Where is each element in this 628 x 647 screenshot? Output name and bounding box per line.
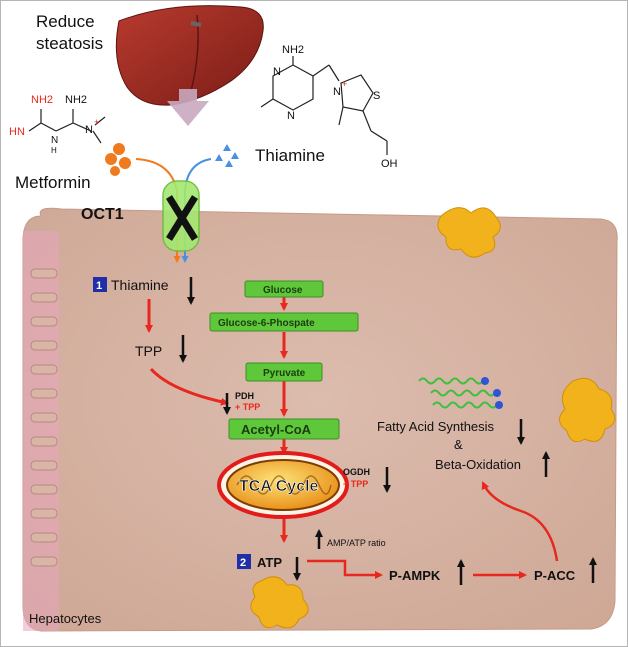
hepatocytes-label: Hepatocytes <box>29 611 102 626</box>
microvilli <box>30 268 58 567</box>
step1-badge <box>93 277 107 292</box>
ogdh-cofactor: + TPP <box>343 479 368 489</box>
pathway-boxes <box>209 280 359 440</box>
step2-number: 2 <box>240 557 246 569</box>
oct1-blocked-icon <box>162 180 200 252</box>
pdh-cofactor: + TPP <box>235 402 260 412</box>
pyruvate-box <box>245 362 323 382</box>
tca-label: TCA Cycle <box>239 478 319 495</box>
thiamine-label: Thiamine <box>255 146 325 165</box>
liver-icon <box>115 5 264 106</box>
increase-arrows <box>315 451 597 585</box>
liver-arrow <box>167 89 209 126</box>
g6p-label: Glucose-6-Phospate <box>218 318 315 329</box>
thiamine-s: S <box>373 90 380 102</box>
oct1-label: OCT1 <box>81 206 124 223</box>
metformin-plus-sign: + <box>94 117 99 127</box>
metformin-nplus: N <box>85 124 93 136</box>
g6p-box <box>209 312 359 332</box>
metformin-n: N <box>51 135 58 146</box>
acetyl-coa-label: Acetyl-CoA <box>241 422 312 437</box>
thiamine-particles <box>215 144 239 167</box>
metformin-molecule-icon <box>28 109 106 144</box>
decrease-arrows <box>179 277 525 581</box>
pacc-to-fatty-acid-arrow <box>481 481 559 562</box>
acetyl-coa-box <box>228 418 340 440</box>
metformin-label: Metformin <box>15 173 91 192</box>
thiamine-oh: OH <box>381 158 398 170</box>
fatty-acid-synthesis-label: Fatty Acid Synthesis <box>377 419 495 434</box>
ogdh-label: OGDH <box>343 467 370 477</box>
stellate-cells <box>250 207 616 629</box>
metformin-hn: HN <box>9 126 25 138</box>
thiamine-nh2: NH2 <box>282 44 304 56</box>
glucose-label: Glucose <box>263 285 303 296</box>
step2-badge <box>237 554 251 569</box>
step1-number: 1 <box>96 280 102 292</box>
thiamine-n1: N <box>273 66 281 78</box>
p-ampk-label: P-AMPK <box>389 568 441 583</box>
fatty-acid-chain-icon <box>418 377 503 409</box>
thiamine-molecule-icon <box>260 56 388 155</box>
thiamine-nplus: N <box>333 86 341 98</box>
thiamine-plus-sign: + <box>342 79 347 89</box>
ampersand-label: & <box>454 437 463 452</box>
tca-mitochondrion <box>217 451 349 519</box>
title-steatosis: steatosis <box>36 34 103 53</box>
tpp-label: TPP <box>135 343 162 359</box>
metformin-nh2-a: NH2 <box>31 94 53 106</box>
atp-to-pampk-arrow <box>307 559 383 579</box>
metformin-n-h: H <box>51 146 57 155</box>
glucose-box <box>244 280 324 298</box>
thiamine-n2: N <box>287 110 295 122</box>
pdh-label: PDH <box>235 391 254 401</box>
tpp-to-pdh-arrow <box>149 367 229 406</box>
pyruvate-label: Pyruvate <box>263 368 306 379</box>
title-reduce: Reduce <box>36 12 95 31</box>
metformin-nh2-b: NH2 <box>65 94 87 106</box>
amp-atp-ratio-label: AMP/ATP ratio <box>327 538 386 548</box>
atp-label: ATP <box>257 555 282 570</box>
step1-thiamine: Thiamine <box>111 277 169 293</box>
p-acc-label: P-ACC <box>534 568 576 583</box>
beta-oxidation-label: Beta-Oxidation <box>435 457 521 472</box>
metformin-particles <box>105 143 131 176</box>
